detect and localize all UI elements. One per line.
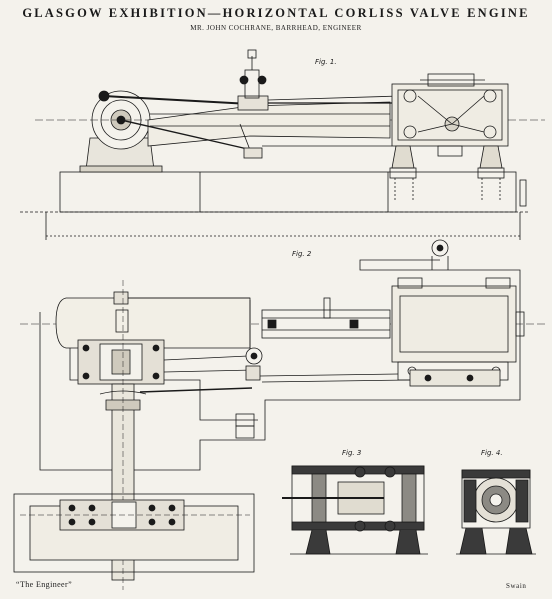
fig2-bed	[55, 297, 251, 349]
fig2-plan	[20, 239, 545, 590]
fig2-cylinder	[391, 285, 517, 363]
fig2-governor-disc	[431, 239, 449, 257]
fig1-foundation	[59, 171, 517, 213]
fig1-cylinder	[391, 83, 509, 147]
fig1-label: Fig. 1.	[315, 58, 337, 66]
fig3-label: Fig. 3	[342, 449, 362, 457]
engraver-credit: Swain	[506, 582, 527, 590]
plate-subtitle: MR. JOHN COCHRANE, BARRHEAD, ENGINEER	[190, 24, 362, 32]
plate-title: GLASGOW EXHIBITION—HORIZONTAL CORLISS VA…	[22, 6, 530, 20]
fig4-section	[456, 469, 536, 555]
fig4-label: Fig. 4.	[481, 449, 503, 457]
governor-column	[244, 69, 260, 99]
fig1-elevation	[20, 49, 545, 240]
fig2-label: Fig. 2	[292, 250, 312, 258]
publication-credit: “The Engineer”	[16, 580, 73, 589]
engine-bed	[147, 101, 391, 147]
fig3-section	[282, 465, 428, 555]
bearing-detail	[13, 493, 255, 573]
